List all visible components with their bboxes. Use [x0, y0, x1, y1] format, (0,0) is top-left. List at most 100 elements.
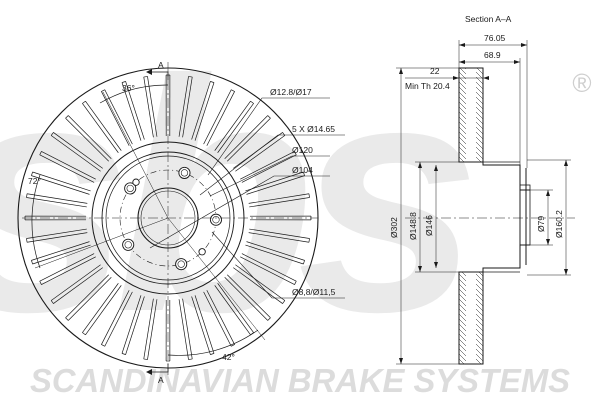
vane-line — [226, 274, 271, 319]
vane-line — [53, 267, 103, 304]
callout-center-bore: Ø104 — [292, 165, 313, 175]
hatch-line — [458, 116, 467, 125]
hatch-line — [475, 86, 484, 95]
dim-min-thickness: Min Th 20.4 — [405, 81, 450, 91]
callout-small-holes: Ø8,8/Ø11,5 — [292, 287, 336, 297]
hatch-line — [475, 81, 484, 90]
vane-line — [41, 256, 96, 285]
vane-cap — [294, 280, 297, 285]
hat-profile-upper — [482, 162, 530, 191]
vane-line — [65, 274, 110, 319]
hatch-line — [475, 343, 484, 352]
hatch-line — [458, 323, 467, 332]
hatch-line — [475, 146, 484, 155]
vane-cap — [230, 89, 235, 92]
vane-line — [125, 81, 145, 140]
vane-line — [246, 175, 305, 195]
bolt-hole-inner — [126, 184, 134, 193]
watermark: sbs ® SCANDINAVIAN BRAKE SYSTEMS — [0, 11, 592, 399]
vane-line — [121, 82, 142, 141]
vane-line — [194, 82, 215, 141]
hatch-line — [475, 348, 484, 357]
bolt-hole — [175, 258, 188, 271]
vane-line — [249, 228, 310, 239]
vane-line — [41, 151, 96, 180]
hatch-line — [476, 67, 484, 75]
hatch-line — [458, 338, 467, 347]
angle-ray-left — [34, 217, 169, 269]
vane-line — [67, 115, 112, 160]
hatch-line — [458, 126, 467, 135]
hatch-line — [458, 358, 465, 365]
dim-mounting-diameter: Ø160.2 — [554, 210, 564, 238]
vane-line — [39, 154, 95, 183]
vane-line — [224, 276, 269, 321]
hat-profile-lower — [482, 244, 530, 272]
hatch-line — [459, 67, 467, 75]
watermark-company-name: SCANDINAVIAN BRAKE SYSTEMS — [30, 362, 570, 399]
vane-cap — [31, 171, 33, 176]
vane-cap — [303, 260, 305, 265]
bolt-holes — [122, 166, 223, 271]
bolt-hole-inner — [177, 260, 185, 268]
vane-line — [65, 117, 110, 162]
bolt-hole-inner — [124, 241, 132, 249]
vane-cap — [267, 317, 271, 321]
vane-cap — [65, 115, 69, 119]
hatch-line — [458, 86, 467, 95]
hatch-line — [475, 151, 484, 160]
vane-cap — [303, 171, 305, 176]
disc-section-upper — [458, 67, 484, 163]
hatch-line — [475, 126, 484, 135]
vane-line — [32, 171, 91, 192]
vane-line — [249, 197, 310, 208]
vane-cap — [39, 280, 42, 285]
vane-line — [82, 283, 119, 333]
hatch-line — [475, 328, 484, 337]
hatch-line — [475, 116, 484, 125]
vane-cap — [282, 300, 286, 304]
section-title: Section A–A — [465, 14, 512, 24]
bolt-hole — [124, 182, 137, 195]
angle-arc-42 — [167, 329, 259, 356]
vane-line — [235, 135, 285, 172]
hatch-line — [458, 288, 467, 297]
section-label-top: A — [158, 60, 164, 70]
hatch-line — [464, 67, 467, 70]
vane-line — [241, 154, 297, 183]
dimension-arrows — [399, 43, 568, 364]
vane-line — [67, 276, 112, 321]
vane-cap — [188, 358, 193, 360]
vane-line — [245, 171, 304, 192]
hatch-line — [458, 308, 467, 317]
vane-line — [246, 241, 305, 261]
dim-hub-bore: Ø79 — [536, 216, 546, 232]
hatch-line — [475, 333, 484, 342]
section-arrow-bottom — [146, 369, 152, 375]
bolt-hole — [178, 166, 191, 179]
leader-bolt-holes — [199, 134, 345, 196]
vane-line — [125, 296, 145, 355]
vane-line — [85, 285, 122, 335]
hatch-line — [458, 91, 467, 100]
vane-cap — [50, 132, 54, 136]
angle-label-72: 72° — [28, 176, 41, 186]
hatch-line — [458, 111, 467, 120]
hub-bore-step — [519, 184, 531, 246]
hatch-line — [475, 298, 484, 307]
vane-line — [206, 290, 235, 345]
callout-pcd: Ø120 — [292, 145, 313, 155]
hatch-line — [475, 353, 484, 362]
vane-line — [101, 290, 130, 345]
vane-cap — [230, 344, 235, 347]
hatch-line — [458, 318, 467, 327]
vane-cap — [188, 76, 193, 78]
vane-line — [194, 295, 215, 354]
pilot-hole — [132, 178, 140, 186]
hatch-line — [475, 293, 484, 302]
section-view-labels: Section A–A 76.05 68.9 22 Min Th 20.4 Ø3… — [389, 14, 564, 240]
angle-label-42: 42° — [222, 352, 235, 362]
hatch-line — [475, 96, 484, 105]
hatch-line — [458, 131, 467, 140]
